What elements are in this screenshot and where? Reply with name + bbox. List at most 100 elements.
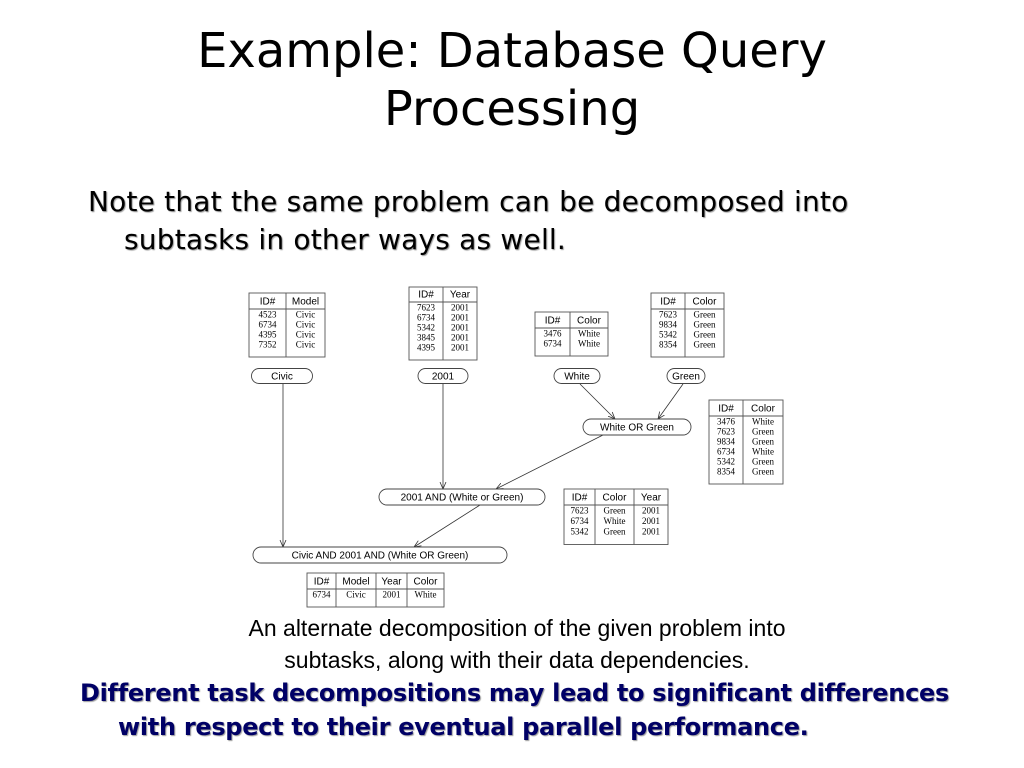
table-cell: 6734 (259, 320, 278, 330)
bullet-different-line-1: Different task decompositions may lead t… (80, 679, 949, 707)
table-cell: Green (694, 340, 716, 350)
table-border (534, 311, 609, 357)
table-cell: White (415, 590, 437, 600)
task-node-label: 2001 AND (White or Green) (401, 493, 524, 504)
task-node-outline (666, 368, 706, 384)
table-header-cell: Color (577, 316, 602, 327)
task-node-2001and: 2001 AND (White or Green) (378, 488, 546, 506)
table-header-cell: ID# (260, 297, 276, 308)
task-node-label: Civic (271, 372, 293, 383)
table-header-cell: Model (292, 297, 319, 308)
task-node-green: Green (666, 368, 706, 384)
task-node-civic: Civic (251, 368, 313, 384)
table-cell: 6734 (717, 447, 736, 457)
table-cell: 7623 (717, 427, 736, 437)
table-header-cell: ID# (314, 577, 330, 588)
table-cell: 6734 (571, 516, 590, 526)
table-cell: 2001 (642, 516, 660, 526)
table-cell: Green (694, 320, 716, 330)
table-cell: 7352 (259, 340, 277, 350)
task-node-label: White OR Green (600, 423, 674, 434)
task-node-2001: 2001 (417, 368, 469, 384)
table-cell: 2001 (451, 313, 469, 323)
table-cell: 3845 (417, 333, 436, 343)
table-cell: 9834 (717, 437, 736, 447)
table-cell: Green (604, 506, 626, 516)
diagram-caption: An alternate decomposition of the given … (150, 612, 884, 676)
task-node-final: Civic AND 2001 AND (White OR Green) (252, 546, 508, 564)
slide-title-line-2: Processing (383, 81, 641, 137)
task-node-outline (251, 368, 313, 384)
bullet-note-line-1: Note that the same problem can be decomp… (88, 185, 849, 218)
table-cell: Green (752, 467, 774, 477)
table-cell: 8354 (659, 340, 678, 350)
task-node-outline (582, 418, 692, 436)
task-node-outline (417, 368, 469, 384)
bullet-different-line-2: with respect to their eventual parallel … (118, 713, 809, 741)
dependency-arrow-2001and-to-final (414, 504, 481, 547)
bullet-note: Note that the same problem can be decomp… (88, 183, 848, 259)
task-node-label: White (564, 372, 590, 383)
table-cell: Green (694, 330, 716, 340)
task-node-whiteorgreen: White OR Green (582, 418, 692, 436)
table-cell: Green (752, 457, 774, 467)
dependency-arrow-white-to-whiteorgreen (579, 383, 615, 419)
table-cell: 2001 (451, 333, 469, 343)
table-cell: 4395 (417, 343, 436, 353)
table-border (563, 488, 669, 545)
table-border (248, 292, 326, 358)
table-cell: Civic (296, 340, 316, 350)
table-cell: 4395 (259, 330, 278, 340)
table-cell: Green (694, 310, 716, 320)
table-header-cell: ID# (660, 297, 676, 308)
task-node-white: White (553, 368, 601, 384)
diagram-caption-line-1: An alternate decomposition of the given … (248, 615, 786, 641)
table-header-cell: Color (751, 404, 776, 415)
table-cell: 2001 (383, 590, 401, 600)
table-cell: Civic (296, 310, 316, 320)
table-header-cell: ID# (718, 404, 734, 415)
table-header-cell: ID# (545, 316, 561, 327)
table-cell: Green (752, 427, 774, 437)
table-header-cell: Model (342, 577, 369, 588)
dependency-arrow-whiteorgreen-to-2001and (496, 434, 604, 489)
table-cell: 6734 (417, 313, 436, 323)
table-cell: 5342 (417, 323, 435, 333)
table-cell: 8354 (717, 467, 736, 477)
table-header-cell: Year (450, 290, 471, 301)
table-cell: 6734 (313, 590, 332, 600)
task-node-outline (252, 546, 508, 564)
task-node-label: Civic AND 2001 AND (White OR Green) (292, 551, 469, 562)
table-cell: 9834 (659, 320, 678, 330)
bullet-note-line-2: subtasks in other ways as well. (124, 223, 567, 256)
table-cell: 4523 (259, 310, 278, 320)
table-cell: 6734 (544, 339, 563, 349)
task-node-label: 2001 (432, 372, 455, 383)
table-border (650, 292, 725, 358)
table-header-cell: Color (603, 493, 628, 504)
table-cell: White (578, 329, 600, 339)
bullet-different: Different task decompositions may lead t… (80, 676, 949, 744)
table-border (708, 399, 784, 485)
diagram-caption-line-2: subtasks, along with their data dependen… (284, 647, 750, 673)
table-cell: 5342 (717, 457, 735, 467)
table-border (306, 572, 445, 608)
table-cell: Green (604, 527, 626, 537)
table-cell: 7623 (571, 506, 590, 516)
table-cell: White (752, 447, 774, 457)
table-header-cell: ID# (572, 493, 588, 504)
table-cell: 5342 (571, 527, 589, 537)
table-header-cell: Year (381, 577, 402, 588)
table-cell: 3476 (544, 329, 563, 339)
table-cell: 5342 (659, 330, 677, 340)
table-cell: White (578, 339, 600, 349)
task-node-outline (553, 368, 601, 384)
table-cell: 2001 (642, 527, 660, 537)
